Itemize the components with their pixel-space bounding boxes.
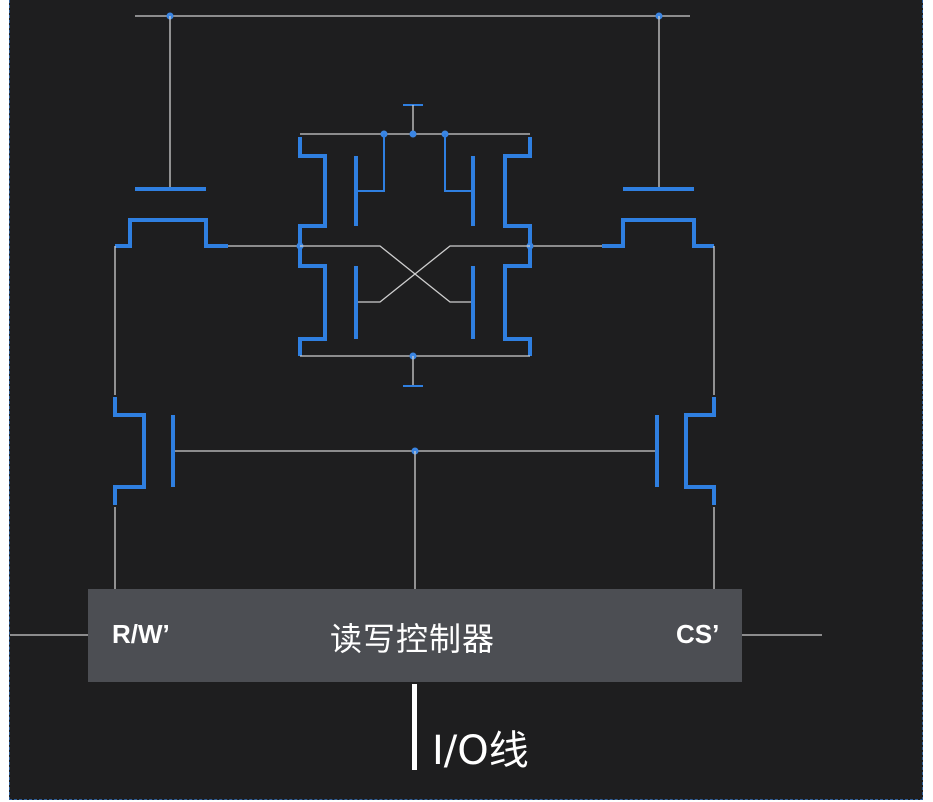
read-write-controller	[88, 589, 742, 682]
cross-coupling-wire	[358, 245, 530, 303]
right-pullup-transistor	[444, 134, 532, 245]
cs-label: CS’	[676, 619, 720, 649]
right-pulldown-transistor	[471, 248, 532, 356]
right-access-transistor	[602, 187, 714, 248]
right-column-transistor	[633, 397, 716, 505]
left-column-transistor	[113, 397, 198, 505]
ground-symbol	[403, 356, 423, 387]
left-access-transistor	[115, 187, 228, 248]
io-line	[412, 684, 417, 770]
controller-label: 读写控制器	[330, 620, 496, 658]
rw-label: R/W’	[112, 619, 170, 649]
junction-dot	[409, 130, 417, 138]
left-pulldown-transistor	[298, 248, 358, 356]
vdd-symbol	[403, 104, 423, 134]
left-pullup-transistor	[298, 134, 385, 245]
io-label: I/O线	[432, 728, 529, 774]
